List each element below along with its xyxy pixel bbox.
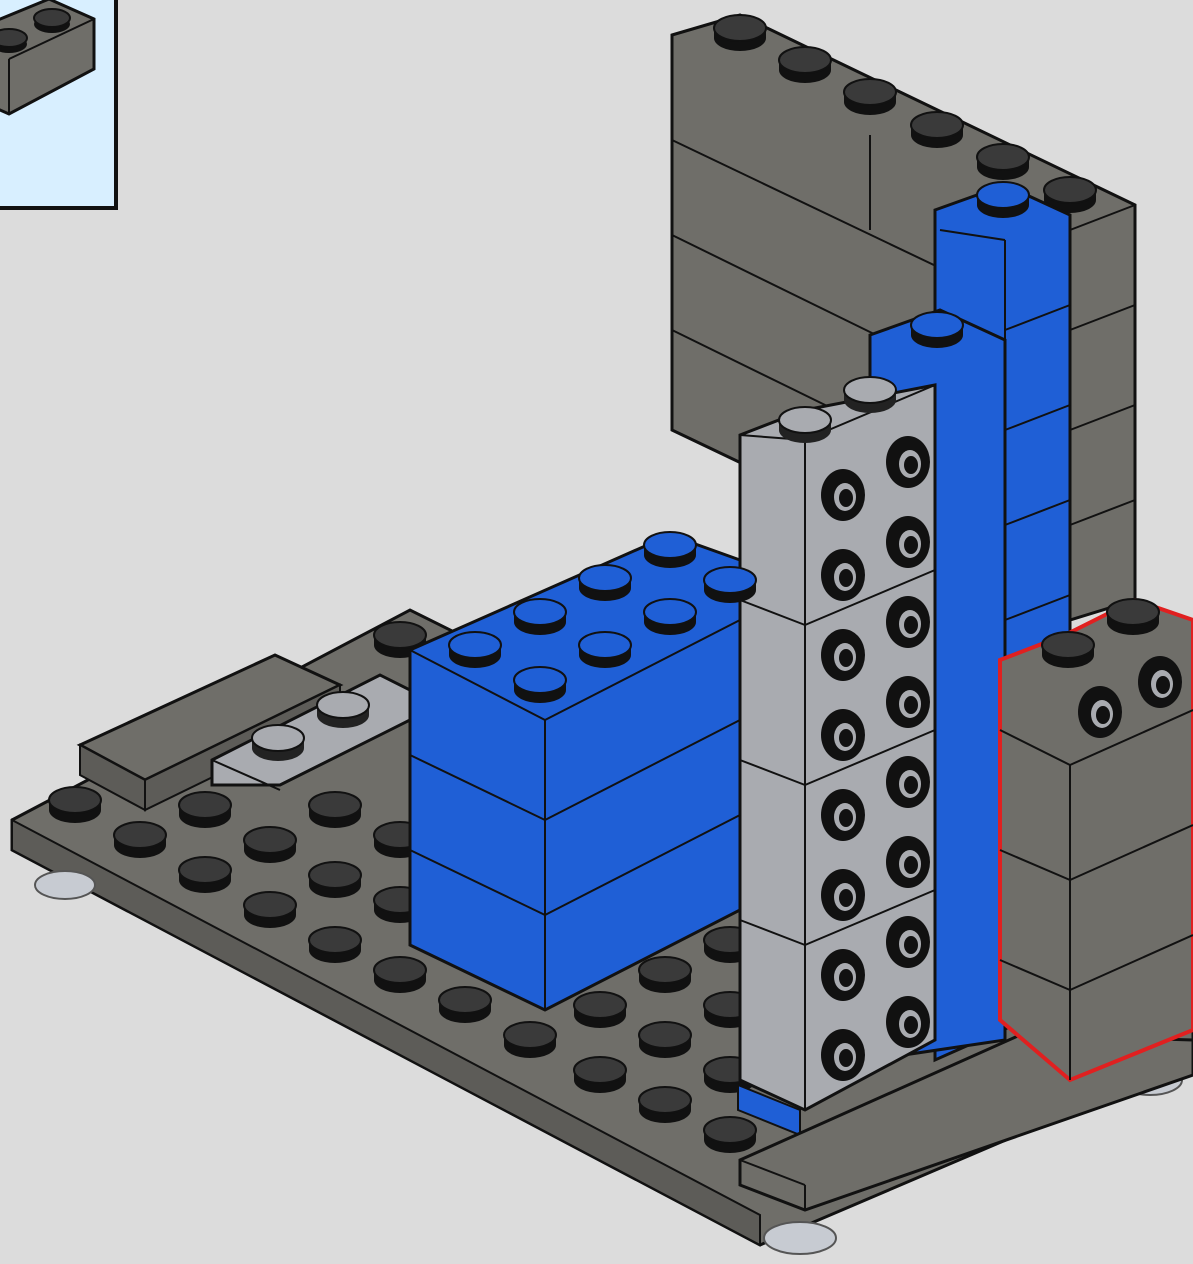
highlighted-new-part [1000,599,1193,1080]
brick-1x2-icon [0,0,118,210]
parts-callout [0,0,118,210]
light-gray-column [740,377,935,1110]
